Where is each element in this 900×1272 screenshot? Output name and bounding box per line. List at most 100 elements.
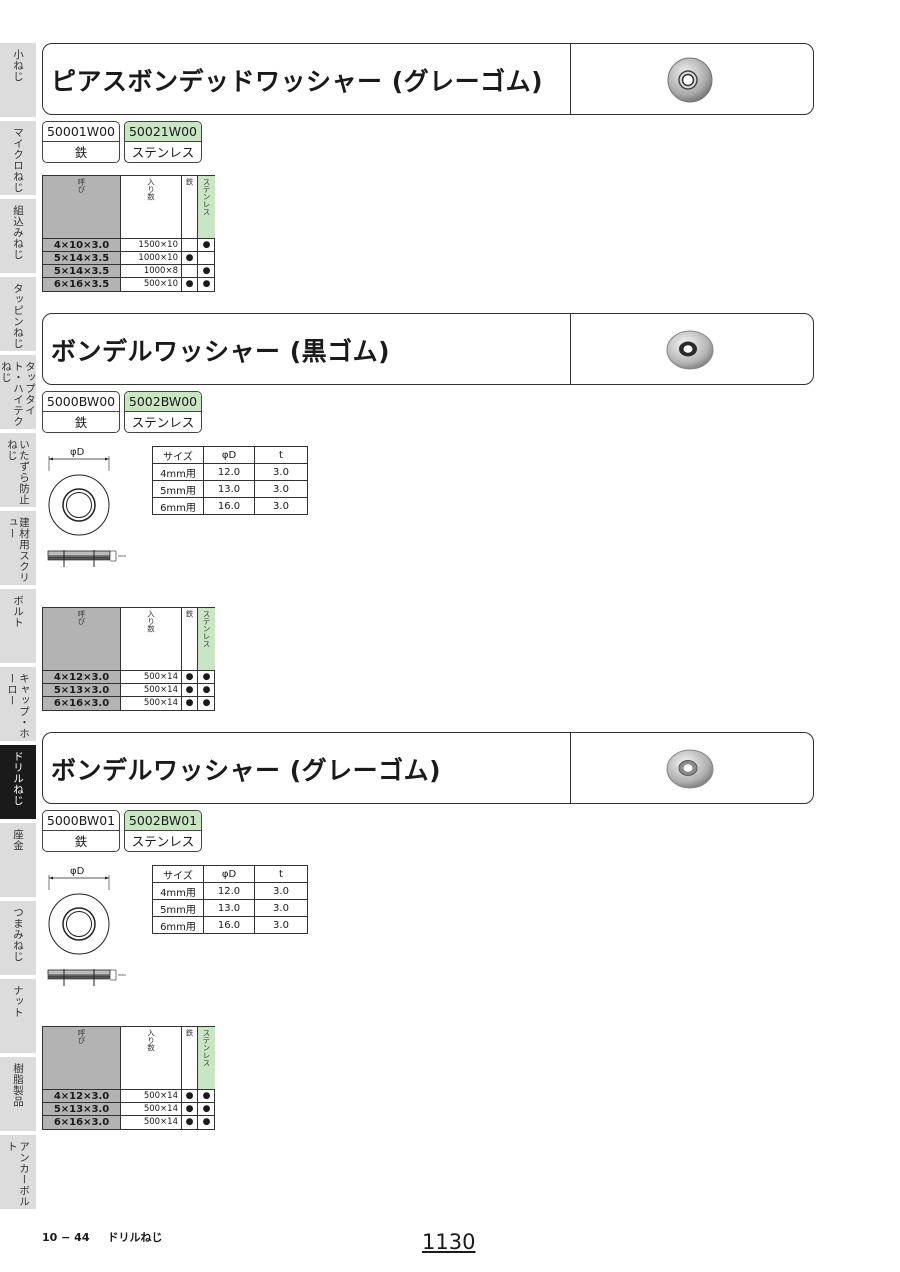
- header-stainless: ステンレス: [198, 608, 215, 670]
- side-tab-resin-products[interactable]: 樹脂製品: [0, 1057, 36, 1133]
- side-tab-tapping-screws[interactable]: タッピンねじ: [0, 277, 36, 353]
- nominal-cell: 6×16×3.0: [43, 697, 121, 710]
- header-nominal: 呼び: [43, 1027, 121, 1089]
- nominal-cell: 4×12×3.0: [43, 1090, 121, 1103]
- stainless-cell: ●: [202, 1117, 211, 1127]
- table-row: 4×12×3.0 500×14 ● ●: [43, 1089, 215, 1103]
- material-label: 鉄: [74, 834, 88, 849]
- side-tab-anchor-bolts[interactable]: アンカーボルト: [0, 1135, 36, 1211]
- washer-dimension-drawing: φD: [47, 866, 126, 986]
- side-tab-washers[interactable]: 座金: [0, 823, 36, 899]
- footer-category: ドリルねじ: [107, 1231, 163, 1244]
- material-label: 鉄: [74, 145, 88, 160]
- side-tab-knob-screws[interactable]: つまみねじ: [0, 901, 36, 977]
- side-tab-assembled-screws[interactable]: 組込みねじ: [0, 199, 36, 275]
- header-text: 呼び: [77, 610, 86, 625]
- header-text: 呼び: [77, 178, 86, 193]
- dim-header-size: サイズ: [152, 446, 204, 464]
- nominal-cell: 5×14×3.5: [43, 252, 121, 265]
- side-tab-label: アンカーボルト: [6, 1141, 30, 1207]
- iron-cell: ●: [182, 1116, 198, 1129]
- side-tab-drill-screws[interactable]: ドリルねじ: [0, 745, 36, 821]
- side-tab-building-screws[interactable]: 建材用スクリュー: [0, 511, 36, 587]
- dim-phiD: 13.0: [203, 480, 255, 498]
- qty-cell: 500×14: [121, 684, 182, 697]
- table-row: 5×13×3.0 500×14 ● ●: [43, 1102, 215, 1116]
- dim-t: 3.0: [254, 463, 308, 481]
- code-box-stainless: 50021W00 ステンレス: [124, 121, 202, 163]
- footer-section-number: 10 − 44: [42, 1231, 90, 1244]
- header-qty: 入り数: [121, 1027, 182, 1089]
- qty-cell: 1500×10: [121, 239, 182, 252]
- stainless-cell: ●: [202, 672, 211, 682]
- code-box-iron: 5000BW00 鉄: [42, 391, 120, 433]
- side-tab-micro-screws[interactable]: マイクロねじ: [0, 121, 36, 197]
- stainless-cell: ●: [202, 685, 211, 695]
- stainless-cell: ●: [202, 279, 211, 289]
- header-qty: 入り数: [121, 176, 182, 238]
- stainless-cell: ●: [202, 1104, 211, 1114]
- phiD-label: φD: [70, 866, 85, 877]
- gray-washer-photo-icon: [667, 57, 713, 103]
- dim-phiD: 12.0: [203, 882, 255, 900]
- dim-header-phiD: φD: [203, 865, 255, 883]
- side-tab-label: キャップ・ホーロー: [6, 673, 30, 739]
- spec-table: 呼び 入り数 鉄 ステンレス 4×12×3.0 500×14 ● ● 5×13×…: [42, 607, 215, 711]
- table-row: 5mm用 13.0 3.0: [152, 899, 308, 917]
- product-code: 5002BW01: [125, 811, 201, 831]
- header-nominal: 呼び: [43, 608, 121, 670]
- iron-cell: ●: [182, 1090, 198, 1103]
- nominal-cell: 5×14×3.5: [43, 265, 121, 278]
- dim-header-t: t: [254, 865, 308, 883]
- side-tab-cap-hollow[interactable]: キャップ・ホーロー: [0, 667, 36, 743]
- nominal-cell: 6×16×3.0: [43, 1116, 121, 1129]
- dim-t: 3.0: [254, 899, 308, 917]
- washer-dimension-drawing: φD: [47, 447, 126, 567]
- side-tab-bolts[interactable]: ボルト: [0, 589, 36, 665]
- product-title-box: ピアスボンデッドワッシャー (グレーゴム): [42, 43, 814, 115]
- code-box-stainless: 5002BW01 ステンレス: [124, 810, 202, 852]
- table-row: 6×16×3.0 500×14 ● ●: [43, 696, 215, 710]
- dim-header-size: サイズ: [152, 865, 204, 883]
- table-row: 4×10×3.0 1500×10 ●: [43, 238, 215, 252]
- iron-cell: ●: [182, 697, 198, 710]
- product-code: 50021W00: [125, 122, 201, 142]
- product-code: 5000BW00: [43, 392, 119, 412]
- dim-size: 4mm用: [152, 882, 204, 900]
- side-tab-label: つまみねじ: [12, 907, 24, 962]
- iron-cell: [182, 265, 198, 278]
- nominal-cell: 5×13×3.0: [43, 1103, 121, 1116]
- header-text: ステンレス: [202, 1029, 211, 1067]
- spec-table: 呼び 入り数 鉄 ステンレス 4×12×3.0 500×14 ● ● 5×13×…: [42, 1026, 215, 1130]
- side-tab-label: いたずら防止ねじ: [6, 439, 30, 505]
- dim-phiD: 13.0: [203, 899, 255, 917]
- dim-size: 4mm用: [152, 463, 204, 481]
- side-tab-label: ナット: [12, 985, 24, 1018]
- dim-t: 3.0: [254, 916, 308, 934]
- side-tab-label: 建材用スクリュー: [6, 517, 30, 583]
- nominal-cell: 5×13×3.0: [43, 684, 121, 697]
- header-text: 入り数: [146, 1029, 156, 1052]
- stainless-cell: ●: [202, 1091, 211, 1101]
- side-tab-taptite[interactable]: タップタイト・ハイテクねじ: [0, 355, 36, 431]
- footer-page-ref: 10 − 44 ドリルねじ: [42, 1229, 181, 1245]
- side-tab-label: 組込みねじ: [12, 205, 24, 260]
- side-tab-label: 座金: [12, 829, 24, 851]
- iron-cell: ●: [182, 1103, 198, 1116]
- material-label: 鉄: [74, 415, 88, 430]
- dim-size: 6mm用: [152, 916, 204, 934]
- qty-cell: 500×14: [121, 1103, 182, 1116]
- table-row: 4mm用 12.0 3.0: [152, 463, 308, 481]
- qty-cell: 1000×10: [121, 252, 182, 265]
- product-code: 50001W00: [43, 122, 119, 142]
- side-tab-nuts[interactable]: ナット: [0, 979, 36, 1055]
- side-tab-label: 樹脂製品: [12, 1063, 24, 1107]
- side-tab-machine-screws[interactable]: 小ねじ: [0, 43, 36, 119]
- side-tab-label: ドリルねじ: [12, 751, 24, 806]
- side-tab-tamper-proof[interactable]: いたずら防止ねじ: [0, 433, 36, 509]
- gray-washer-photo-icon: [666, 749, 714, 789]
- dimension-table: サイズ φD t 4mm用 12.0 3.0 5mm用 13.0 3.0 6mm…: [152, 446, 308, 515]
- header-stainless: ステンレス: [198, 176, 215, 238]
- code-box-iron: 5000BW01 鉄: [42, 810, 120, 852]
- table-row: 6mm用 16.0 3.0: [152, 497, 308, 515]
